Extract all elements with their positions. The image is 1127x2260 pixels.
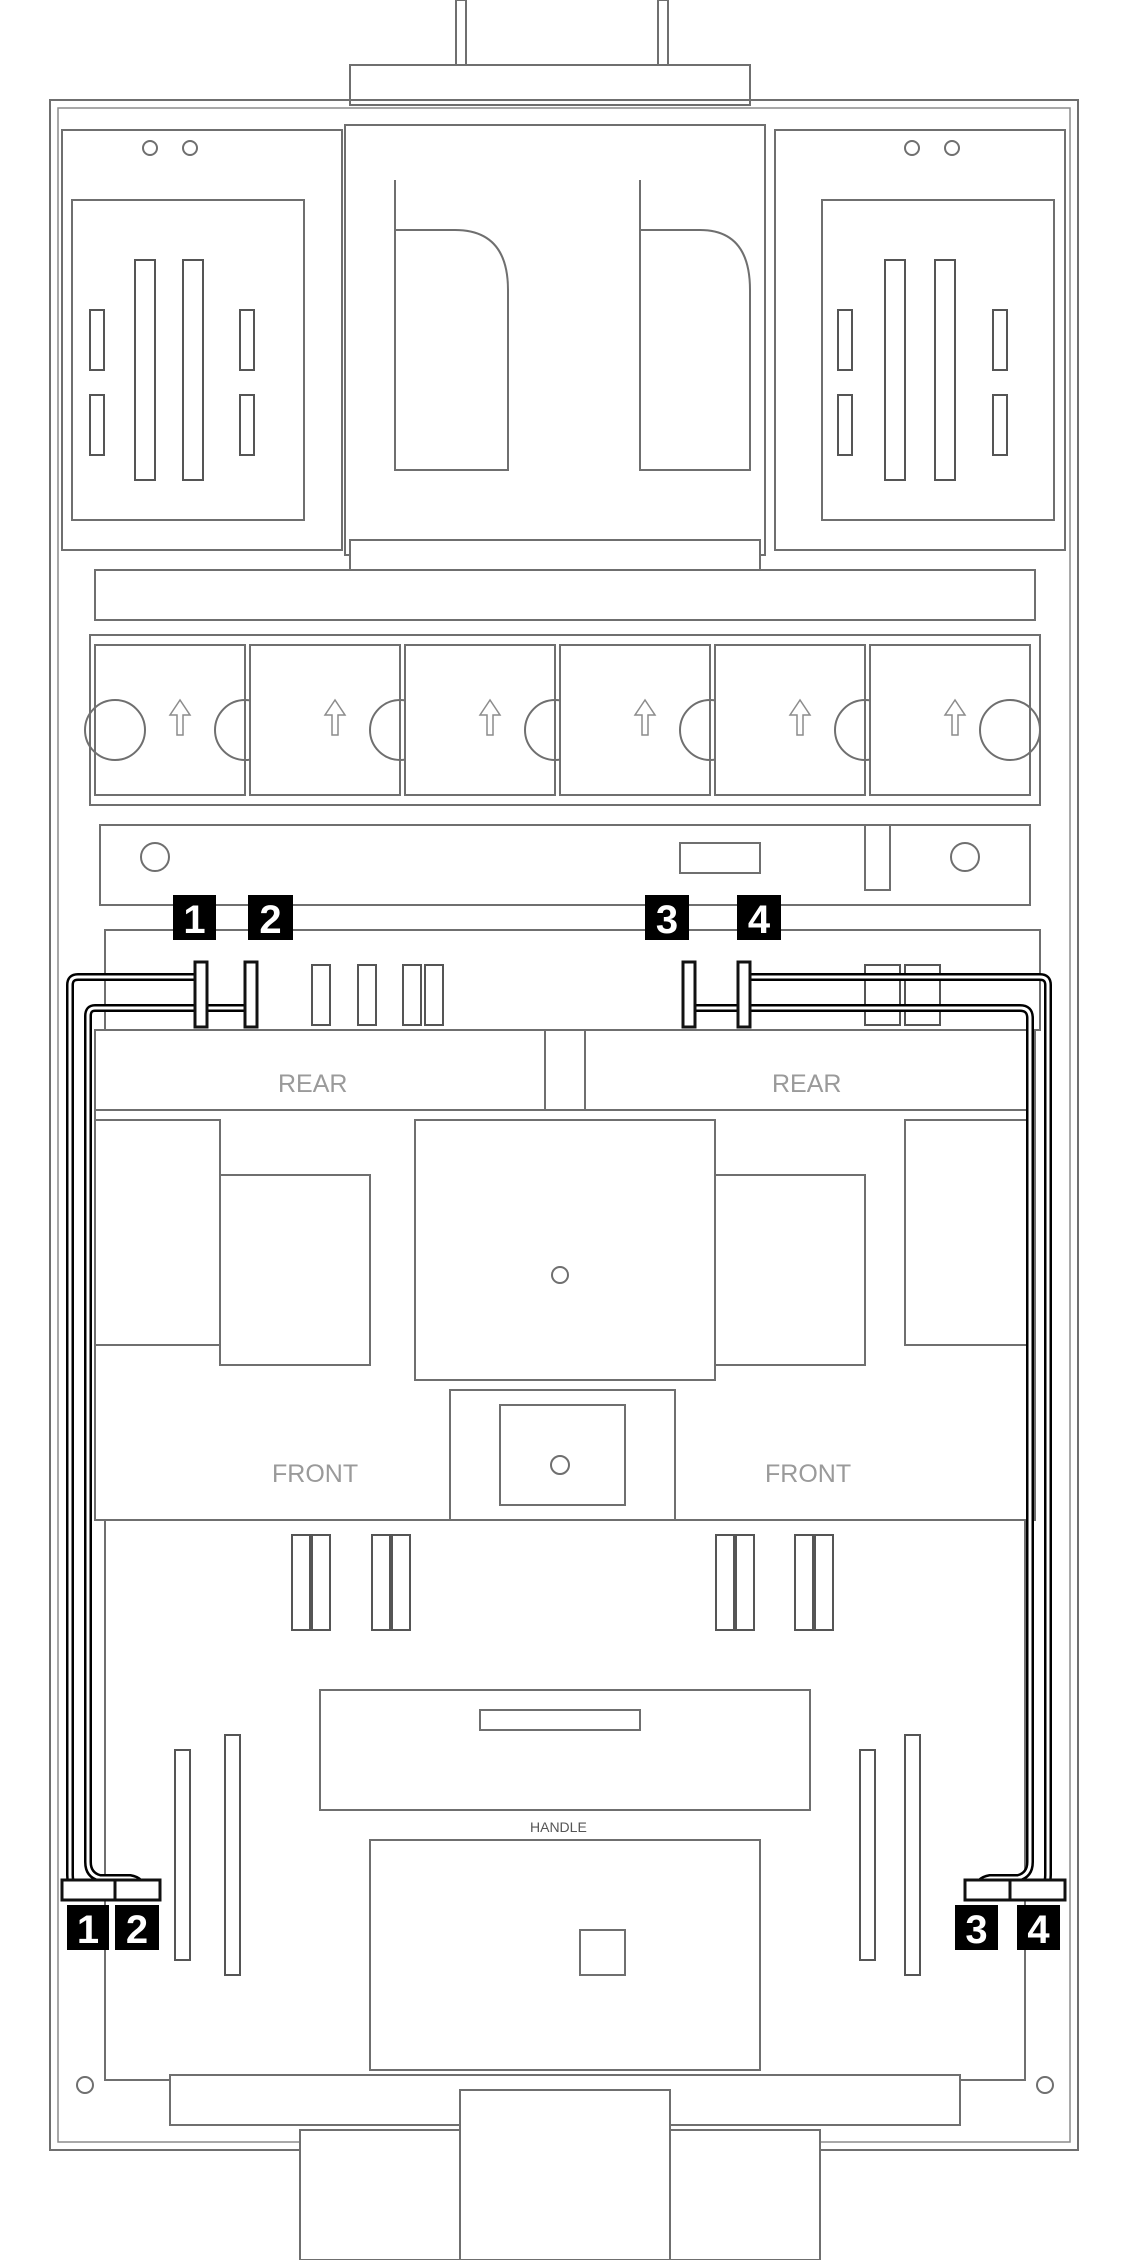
front-left-label: FRONT [272,1460,358,1488]
riser-cage-left [61,129,343,551]
callouts-bottom: 1 2 3 4 [67,1905,1060,1952]
fan-2 [249,644,431,796]
processor-area: REAR REAR FRONT FRONT [94,1029,1036,1521]
callout-bottom-2: 2 [115,1905,159,1952]
rear-left-label: REAR [278,1070,347,1098]
callout-bottom-1-label: 1 [77,1908,99,1952]
callout-top-4: 4 [737,895,781,942]
riser-cage-right [774,129,1066,551]
callout-bottom-4: 4 [1017,1905,1060,1952]
callout-top-2: 2 [248,895,293,942]
top-antennas [349,0,751,106]
riser-cage-center [344,124,766,601]
rear-right-label: REAR [772,1070,841,1098]
connector-bottom-4 [1008,1878,1067,1902]
callout-bottom-3: 3 [955,1905,998,1952]
callout-bottom-1: 1 [67,1905,109,1952]
callout-bottom-3-label: 3 [965,1908,987,1952]
fan-5 [714,644,896,796]
callout-top-2-label: 2 [259,898,281,942]
callout-top-4-label: 4 [748,898,771,942]
connector-top-1 [193,960,209,1029]
connector-top-2 [243,960,259,1029]
io-area [76,2074,1054,2260]
callouts-top: 1 2 3 4 [173,895,781,942]
power-area [99,824,1031,906]
callout-top-1: 1 [173,895,216,942]
callout-top-3: 3 [645,895,689,942]
callout-bottom-2-label: 2 [126,1908,148,1952]
connectors [60,960,1067,1902]
fan-3 [404,644,586,796]
connector-bottom-1 [60,1878,119,1902]
callout-top-1-label: 1 [183,898,205,942]
callout-top-3-label: 3 [656,898,678,942]
system-board-lower: HANDLE [104,1519,1026,2081]
fan-bay [84,569,1041,806]
fan-6 [869,644,1041,796]
connector-top-3 [681,960,697,1029]
callout-bottom-4-label: 4 [1027,1908,1050,1952]
connector-top-4 [736,960,752,1029]
connector-bottom-3 [963,1878,1012,1902]
fan-4 [559,644,741,796]
connector-bottom-2 [113,1878,162,1902]
front-right-label: FRONT [765,1460,851,1488]
handle-label: HANDLE [530,1819,587,1835]
fan-1 [84,644,276,796]
